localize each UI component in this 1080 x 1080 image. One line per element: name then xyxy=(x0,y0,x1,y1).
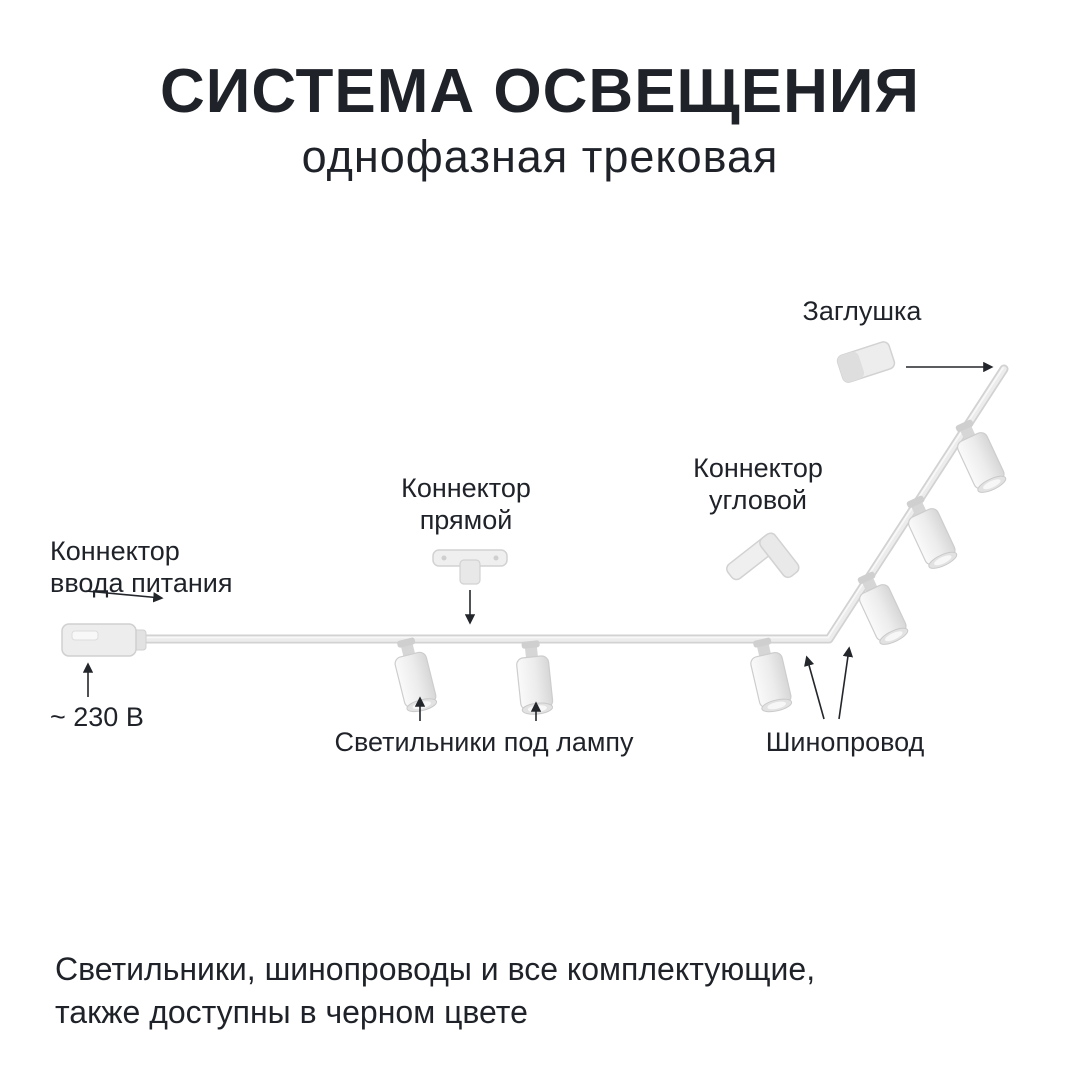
power-input-label: Коннектор ввода питания xyxy=(50,536,233,599)
spotlight-lamp xyxy=(898,491,961,573)
track-label: Шинопровод xyxy=(765,727,925,757)
end-cap xyxy=(836,341,896,383)
spotlight-lamp xyxy=(513,638,555,717)
availability-note: Светильники, шинопроводы и все комплекту… xyxy=(55,951,816,1031)
corner-connector xyxy=(726,532,800,581)
track-busbar xyxy=(135,364,1009,644)
power-input-connector xyxy=(61,623,147,657)
page-title: СИСТЕМА ОСВЕЩЕНИЯ xyxy=(159,57,920,126)
page-subtitle: однофазная трековая xyxy=(301,131,779,182)
straight-connector xyxy=(432,549,508,585)
corner-connector-label: Коннектор угловой xyxy=(693,453,823,516)
spotlight-lamp xyxy=(849,567,912,649)
spotlight-lamp xyxy=(947,415,1010,497)
straight-connector-label: Коннектор прямой xyxy=(401,473,531,536)
spotlight-lamp xyxy=(745,634,795,715)
fixtures-label: Светильники под лампу xyxy=(334,727,634,757)
track-arrow-left xyxy=(804,655,825,720)
voltage-label: ~ 230 В xyxy=(50,702,144,732)
power-input-arrow xyxy=(85,590,164,603)
spotlight-lamp xyxy=(389,634,440,715)
pointer-arrows xyxy=(82,361,994,721)
end-cap-label: Заглушка xyxy=(802,296,922,326)
track-arrow-right xyxy=(838,646,854,720)
